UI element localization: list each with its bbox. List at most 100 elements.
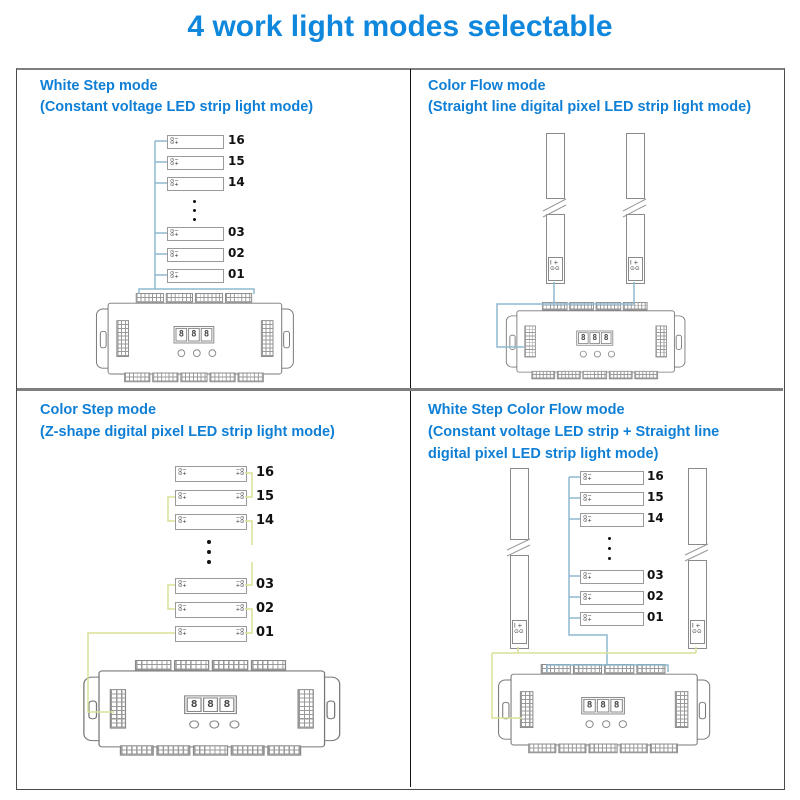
terminal-block-right <box>260 320 274 358</box>
terminal-pins <box>266 745 302 756</box>
terminal-pins <box>224 293 253 303</box>
terminal-pins <box>557 370 582 380</box>
screw-hole-icon <box>88 700 98 720</box>
strip-terminal-marks: −⊙ +⊙ <box>235 602 244 613</box>
display-digit: 8 <box>175 327 188 342</box>
terminal-pins <box>541 302 568 311</box>
button-icon <box>208 349 217 358</box>
terminal-pins <box>649 743 678 754</box>
panel-subtitle-line1: (Constant voltage LED strip + Straight l… <box>428 424 720 440</box>
panel-subtitle-white-step: (Constant voltage LED strip light mode) <box>40 99 314 115</box>
strip-number-label: 01 <box>647 610 664 624</box>
led-strip-box: ⊙− ⊙+ −⊙ +⊙ <box>175 466 247 482</box>
terminal-pins <box>124 372 151 383</box>
terminal-strip-bottom <box>531 370 659 380</box>
terminal-pins <box>572 664 603 674</box>
ellipsis-dot <box>608 547 611 550</box>
screw-hole-icon <box>283 330 290 349</box>
terminal-pins <box>180 372 208 383</box>
strip-terminal-marks: −⊙ +⊙ <box>235 514 244 525</box>
screw-hole-icon <box>698 701 707 720</box>
display-digit: 8 <box>596 698 610 713</box>
led-strip-box: ⊙− ⊙+ <box>580 591 644 605</box>
display-digit: 8 <box>610 698 623 713</box>
terminal-pins <box>622 302 648 311</box>
strip-number-label: 14 <box>256 513 275 528</box>
terminal-block-left <box>116 320 129 358</box>
pixel-terminal-marks: I + ⊙⊙ <box>692 622 702 635</box>
display-digit: 8 <box>186 697 202 712</box>
terminal-pins <box>568 302 594 311</box>
strip-number-label: 15 <box>647 490 664 504</box>
led-strip-box: ⊙− ⊙+ <box>580 492 644 506</box>
strip-terminal-marks: ⊙− ⊙+ <box>170 135 179 146</box>
terminal-pins <box>156 745 191 756</box>
button-icon <box>189 720 200 729</box>
display-digit: 8 <box>219 697 235 712</box>
strip-terminal-marks: ⊙− ⊙+ <box>170 156 179 167</box>
led-strip-box: ⊙− ⊙+ <box>580 570 644 584</box>
panel-grid-border <box>16 68 785 790</box>
terminal-pins <box>250 660 287 671</box>
pixel-terminal-marks: I + ⊙⊙ <box>630 259 640 272</box>
button-icon <box>209 720 220 729</box>
strip-number-label: 02 <box>228 246 245 260</box>
page-title: 4 work light modes selectable <box>187 10 613 43</box>
terminal-pins <box>230 745 265 756</box>
terminal-pins <box>528 743 557 754</box>
terminal-pins <box>540 664 571 674</box>
panel-subtitle-color-flow: (Straight line digital pixel LED strip l… <box>428 99 752 115</box>
screw-hole-icon <box>509 334 516 350</box>
strip-terminal-marks: ⊙− ⊙+ <box>583 471 592 482</box>
strip-terminal-marks: ⊙− ⊙+ <box>170 248 179 259</box>
terminal-strip-top <box>135 293 253 303</box>
terminal-pins <box>209 372 236 383</box>
led-strip-box: ⊙− ⊙+ −⊙ +⊙ <box>175 514 247 530</box>
button-icon <box>579 350 587 358</box>
controller-buttons <box>189 720 240 729</box>
display-digit: 8 <box>578 332 589 344</box>
strip-terminal-marks: ⊙− ⊙+ <box>178 466 187 477</box>
ellipsis-dot <box>207 550 211 554</box>
strip-terminal-marks: ⊙− ⊙+ <box>178 578 187 589</box>
panel-title-color-step: Color Step mode <box>40 402 157 418</box>
strip-terminal-marks: ⊙− ⊙+ <box>178 626 187 637</box>
terminal-pins <box>135 293 164 303</box>
terminal-block-left <box>524 325 536 358</box>
led-strip-box: ⊙− ⊙+ <box>580 612 644 626</box>
led-strip-box: ⊙− ⊙+ <box>580 471 644 485</box>
terminal-pins <box>211 660 248 671</box>
ellipsis-dot <box>608 537 611 540</box>
terminal-pins <box>635 664 666 674</box>
controller-buttons <box>177 349 217 358</box>
strip-number-label: 15 <box>256 489 275 504</box>
terminal-strip-top <box>134 660 287 671</box>
pixel-strip-upper <box>688 468 707 545</box>
screw-hole-icon <box>326 700 336 720</box>
terminal-pins <box>531 370 556 380</box>
screw-hole-icon <box>99 330 107 349</box>
strip-number-label: 03 <box>256 577 275 592</box>
led-strip-box: ⊙− ⊙+−⊙ +⊙ <box>175 578 247 594</box>
terminal-pins <box>237 372 264 383</box>
terminal-pins <box>608 370 633 380</box>
strip-terminal-marks: ⊙− ⊙+ <box>178 514 187 525</box>
led-strip-box: ⊙− ⊙+ <box>167 135 224 149</box>
strip-terminal-marks: ⊙− ⊙+ <box>178 490 187 501</box>
led-strip-box: ⊙− ⊙+ <box>167 248 224 262</box>
terminal-pins <box>595 302 621 311</box>
terminal-pins <box>619 743 648 754</box>
strip-terminal-marks: ⊙− ⊙+ <box>583 570 592 581</box>
panel-subtitle-color-step: (Z-shape digital pixel LED strip light m… <box>40 424 335 440</box>
led-strip-box: ⊙− ⊙+−⊙ +⊙ <box>175 626 247 642</box>
display-digit: 8 <box>188 327 200 342</box>
strip-number-label: 01 <box>228 267 245 281</box>
strip-terminal-marks: −⊙ +⊙ <box>235 466 244 477</box>
led-strip-box: ⊙− ⊙+ <box>167 177 224 191</box>
pixel-strip-connector: I + ⊙⊙ <box>512 620 527 644</box>
ellipsis-dot <box>207 560 211 564</box>
